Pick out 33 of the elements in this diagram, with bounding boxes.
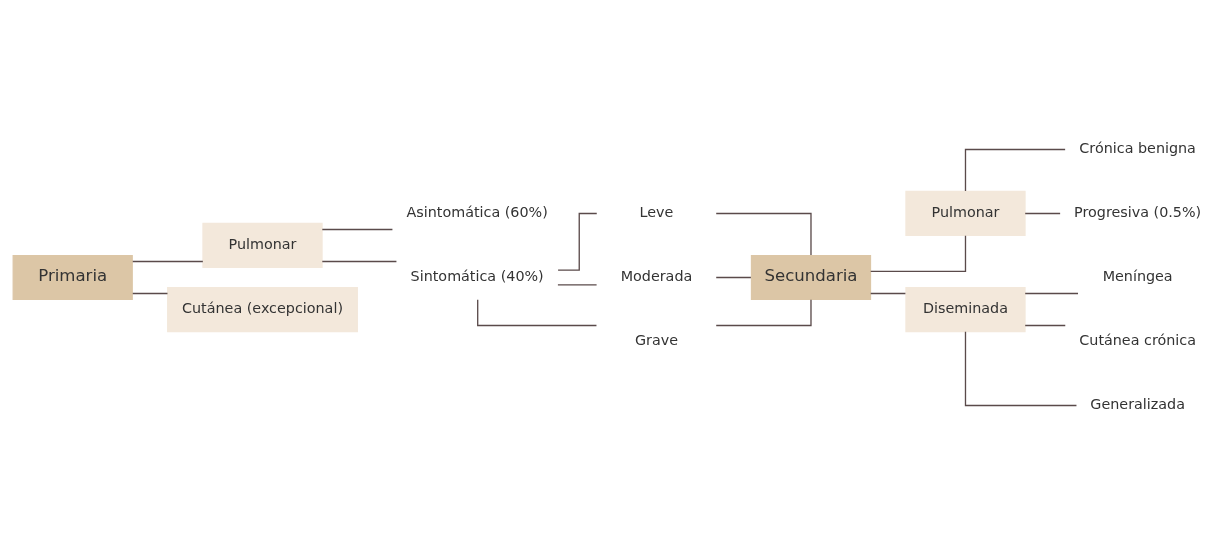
connector bbox=[715, 276, 752, 279]
connector bbox=[964, 331, 1078, 407]
node-text: Moderada bbox=[620, 268, 693, 285]
node-text: Meníngea bbox=[1102, 268, 1173, 285]
node-text: Cutánea crónica bbox=[1079, 332, 1196, 349]
node-box: Cutánea (excepcional) bbox=[167, 286, 358, 333]
connector bbox=[557, 284, 598, 286]
connector bbox=[964, 148, 1066, 192]
connector bbox=[715, 212, 812, 256]
connector bbox=[870, 235, 967, 273]
connector bbox=[715, 299, 812, 327]
connector bbox=[870, 292, 907, 295]
node-text: Progresiva (0.5%) bbox=[1074, 204, 1202, 221]
node-text: Crónica benigna bbox=[1079, 140, 1196, 157]
connector bbox=[321, 228, 394, 231]
node-box: Primaria bbox=[12, 254, 133, 301]
connector bbox=[1024, 324, 1066, 327]
node-box: Secundaria bbox=[750, 254, 872, 301]
connector bbox=[132, 292, 169, 295]
connector bbox=[557, 212, 598, 271]
node-box: Pulmonar bbox=[202, 222, 323, 269]
connector bbox=[477, 299, 598, 327]
connector bbox=[1024, 212, 1061, 215]
connector bbox=[321, 260, 398, 263]
connector bbox=[132, 260, 204, 263]
node-text: Leve bbox=[639, 204, 674, 221]
node-box: Diseminada bbox=[905, 286, 1026, 333]
node-text: Generalizada bbox=[1090, 396, 1185, 413]
connector bbox=[1024, 292, 1079, 295]
node-text: Sintomática (40%) bbox=[410, 268, 544, 285]
node-text: Asintomática (60%) bbox=[406, 204, 548, 221]
node-box: Pulmonar bbox=[905, 190, 1026, 237]
node-text: Grave bbox=[634, 332, 679, 349]
